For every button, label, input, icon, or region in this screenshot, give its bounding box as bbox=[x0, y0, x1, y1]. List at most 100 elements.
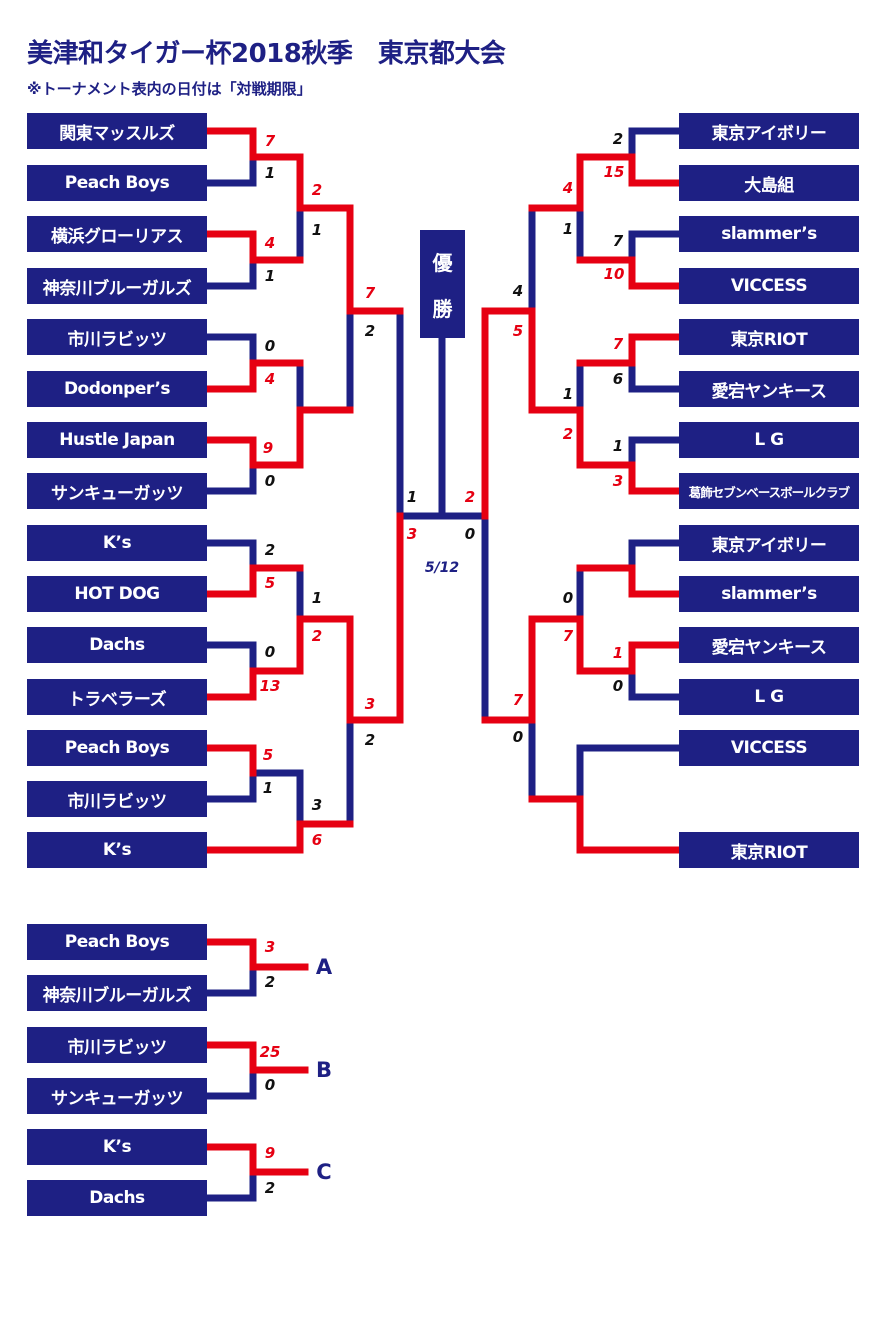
team-box-consolation: 神奈川ブルーガルズ bbox=[27, 975, 207, 1011]
winning-score: 5 bbox=[264, 574, 276, 592]
bracket-line-winner bbox=[203, 436, 304, 469]
losing-score: 2 bbox=[612, 130, 624, 148]
bracket-line-loser bbox=[203, 256, 257, 290]
winning-score: 15 bbox=[603, 163, 625, 181]
bracket-line-winner bbox=[203, 1041, 309, 1074]
team-box-consolation: K’s bbox=[27, 1129, 207, 1165]
winning-score: 2 bbox=[562, 425, 574, 443]
losing-score: 1 bbox=[311, 589, 323, 607]
bracket-line-loser bbox=[396, 307, 446, 520]
losing-score: 2 bbox=[264, 973, 276, 991]
bracket-line-winner bbox=[576, 641, 683, 675]
losing-score: 2 bbox=[264, 1179, 276, 1197]
team-box-left: Peach Boys bbox=[27, 165, 207, 201]
winning-score: 4 bbox=[264, 234, 276, 252]
bracket-line-winner bbox=[203, 820, 354, 854]
losing-score: 0 bbox=[264, 1076, 276, 1094]
bracket-line-loser bbox=[628, 359, 683, 393]
consolation-label: A bbox=[315, 955, 333, 979]
winning-score: 7 bbox=[562, 627, 574, 645]
bracket-line-winner bbox=[203, 667, 304, 701]
team-box-left: サンキューガッツ bbox=[27, 473, 207, 509]
bracket-line-winner bbox=[576, 461, 683, 495]
bracket-line-loser bbox=[203, 1168, 257, 1202]
team-box-right: VICCESS bbox=[679, 268, 859, 304]
losing-score: 1 bbox=[264, 164, 276, 182]
losing-score: 1 bbox=[311, 221, 323, 239]
bracket-line-winner bbox=[296, 615, 404, 724]
losing-score: 0 bbox=[562, 589, 574, 607]
winning-score: 25 bbox=[259, 1043, 281, 1061]
winning-score: 2 bbox=[311, 627, 323, 645]
team-box-left: K’s bbox=[27, 525, 207, 561]
team-box-right: L G bbox=[679, 422, 859, 458]
bracket-line-loser bbox=[203, 153, 257, 187]
losing-score: 1 bbox=[562, 385, 574, 403]
bracket-line-loser bbox=[203, 1066, 257, 1100]
losing-score: 2 bbox=[364, 731, 376, 749]
team-box-left: Dodonper’s bbox=[27, 371, 207, 407]
bracket-line-winner bbox=[203, 359, 304, 393]
bracket-line-loser bbox=[203, 333, 257, 367]
team-box-consolation: Dachs bbox=[27, 1180, 207, 1216]
team-box-right: slammer’s bbox=[679, 216, 859, 252]
losing-score: 6 bbox=[612, 370, 624, 388]
team-box-right: slammer’s bbox=[679, 576, 859, 612]
bracket-line-winner bbox=[528, 153, 584, 212]
bracket-line-winner bbox=[203, 744, 257, 777]
team-box-consolation: 市川ラビッツ bbox=[27, 1027, 207, 1063]
team-box-right: 東京アイボリー bbox=[679, 525, 859, 561]
bracket-line-winner bbox=[528, 406, 584, 469]
bracket-line-winner bbox=[481, 307, 536, 520]
losing-score: 2 bbox=[364, 322, 376, 340]
losing-score: 4 bbox=[512, 282, 524, 300]
losing-score: 0 bbox=[464, 525, 476, 543]
losing-score: 2 bbox=[264, 541, 276, 559]
page-title: 美津和タイガー杯2018秋季 東京都大会 bbox=[27, 39, 506, 69]
team-box-consolation: サンキューガッツ bbox=[27, 1078, 207, 1114]
winning-score: 7 bbox=[612, 335, 624, 353]
bracket-line-loser bbox=[203, 963, 257, 997]
losing-score: 7 bbox=[612, 232, 624, 250]
losing-score: 1 bbox=[262, 779, 274, 797]
bracket-line-winner bbox=[203, 127, 304, 161]
team-box-right: 東京RIOT bbox=[679, 319, 859, 355]
losing-score: 0 bbox=[612, 677, 624, 695]
winning-score: 7 bbox=[264, 132, 276, 150]
winning-score: 2 bbox=[311, 181, 323, 199]
winning-score: 7 bbox=[512, 691, 524, 709]
bracket-line-loser bbox=[628, 230, 683, 264]
team-box-right: 愛宕ヤンキース bbox=[679, 371, 859, 407]
bracket-line-winner bbox=[203, 564, 304, 598]
team-box-left: 市川ラビッツ bbox=[27, 319, 207, 355]
losing-score: 1 bbox=[406, 488, 418, 506]
winning-score: 13 bbox=[259, 677, 281, 695]
winning-score: 3 bbox=[364, 695, 376, 713]
bracket-line-winner bbox=[576, 153, 683, 187]
team-box-left: Hustle Japan bbox=[27, 422, 207, 458]
winning-score: 4 bbox=[264, 370, 276, 388]
team-box-left: 関東マッスルズ bbox=[27, 113, 207, 149]
team-box-right: L G bbox=[679, 679, 859, 715]
bracket-line-loser bbox=[576, 744, 683, 803]
team-box-right: 東京アイボリー bbox=[679, 113, 859, 149]
winning-score: 4 bbox=[562, 179, 574, 197]
losing-score: 3 bbox=[311, 796, 323, 814]
team-box-left: 市川ラビッツ bbox=[27, 781, 207, 817]
bracket-line-winner bbox=[296, 406, 354, 469]
winning-score: 2 bbox=[464, 488, 476, 506]
winning-score: 9 bbox=[264, 1144, 276, 1162]
bracket-line-loser bbox=[628, 539, 683, 572]
losing-score: 0 bbox=[512, 728, 524, 746]
bracket-line-winner bbox=[481, 615, 584, 724]
bracket-line-winner bbox=[203, 1143, 309, 1176]
bracket-line-winner bbox=[296, 153, 354, 212]
team-box-left: 横浜グローリアス bbox=[27, 216, 207, 252]
bracket-line-loser bbox=[203, 539, 257, 572]
bracket-line-loser bbox=[203, 769, 304, 828]
bracket-line-loser bbox=[203, 461, 257, 495]
losing-score: 1 bbox=[264, 267, 276, 285]
winning-score: 7 bbox=[364, 284, 376, 302]
team-box-consolation: Peach Boys bbox=[27, 924, 207, 960]
